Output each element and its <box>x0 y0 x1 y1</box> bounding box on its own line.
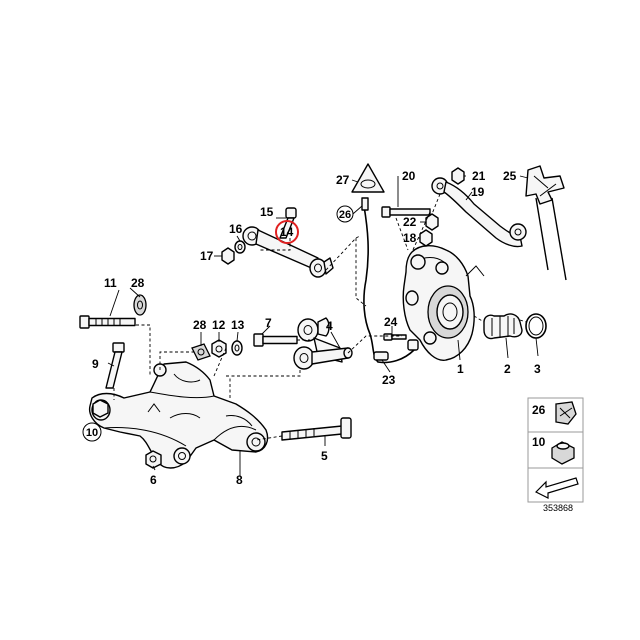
bolt-5[interactable] <box>281 417 352 441</box>
callout-13[interactable]: 13 <box>231 318 245 332</box>
highlight-circle-part-14 <box>275 220 299 244</box>
nut-18[interactable] <box>419 229 433 247</box>
callout-28-center[interactable]: 28 <box>193 318 207 332</box>
callout-7[interactable]: 7 <box>265 316 272 330</box>
nut-22[interactable] <box>425 213 439 231</box>
callout-23[interactable]: 23 <box>382 373 396 387</box>
assembly-dashed-lines <box>113 193 527 441</box>
callout-8[interactable]: 8 <box>236 473 243 487</box>
callout-9[interactable]: 9 <box>92 357 99 371</box>
bolt-20[interactable] <box>381 206 431 218</box>
bolt-15[interactable] <box>279 207 297 239</box>
warning-triangle-27 <box>351 163 385 193</box>
callout-16[interactable]: 16 <box>229 222 243 236</box>
callout-3[interactable]: 3 <box>534 362 541 376</box>
svg-text:10: 10 <box>532 435 546 449</box>
callout-21[interactable]: 21 <box>472 169 486 183</box>
callout-15[interactable]: 15 <box>260 205 274 219</box>
circlip-3[interactable] <box>525 313 547 339</box>
bolt-7[interactable] <box>253 333 298 347</box>
callout-19[interactable]: 19 <box>471 185 485 199</box>
callout-28-left[interactable]: 28 <box>131 276 145 290</box>
callout-27[interactable]: 27 <box>336 173 350 187</box>
callout-20[interactable]: 20 <box>402 169 416 183</box>
callout-12[interactable]: 12 <box>212 318 226 332</box>
callout-4[interactable]: 4 <box>326 319 333 333</box>
svg-text:26: 26 <box>532 403 546 417</box>
callout-2[interactable]: 2 <box>504 362 511 376</box>
nut-6[interactable] <box>145 450 162 469</box>
washer-28-center[interactable] <box>191 343 211 361</box>
callout-6[interactable]: 6 <box>150 473 157 487</box>
circled-callout-10[interactable]: 10 <box>82 422 102 442</box>
callout-14-highlighted[interactable]: 14 <box>280 225 294 239</box>
nut-12[interactable] <box>211 339 227 358</box>
diagram-reference-number: 353868 <box>543 503 573 513</box>
wheel-bearing-2[interactable] <box>483 313 523 340</box>
callout-25[interactable]: 25 <box>503 169 517 183</box>
svg-text:26: 26 <box>339 209 351 221</box>
nut-17[interactable] <box>221 247 235 265</box>
svg-text:10: 10 <box>86 427 98 439</box>
washer-13[interactable] <box>231 340 243 356</box>
control-arm-4[interactable] <box>293 317 353 370</box>
callout-22[interactable]: 22 <box>403 215 417 229</box>
legend-nut-10[interactable]: 10 <box>532 435 575 465</box>
washer-16[interactable] <box>234 240 246 254</box>
callout-5[interactable]: 5 <box>321 449 328 463</box>
callout-11[interactable]: 11 <box>104 276 117 290</box>
circled-callout-26[interactable]: 26 <box>336 205 354 223</box>
bolt-11[interactable] <box>79 315 136 329</box>
nut-10[interactable] <box>92 399 109 418</box>
legend-arrow-icon <box>534 477 579 499</box>
bolt-9[interactable] <box>105 342 125 389</box>
legend-panel: 26 10 <box>527 397 584 503</box>
callout-18[interactable]: 18 <box>403 231 417 245</box>
wheel-speed-sensor-23[interactable] <box>361 197 419 364</box>
nut-21[interactable] <box>451 167 465 185</box>
rear-axle-carrier[interactable] <box>88 361 269 469</box>
callout-1[interactable]: 1 <box>457 362 464 376</box>
bolt-24[interactable] <box>383 333 407 341</box>
callout-24[interactable]: 24 <box>384 315 398 329</box>
callout-labels: 1 2 3 4 5 6 7 8 9 11 28 28 12 13 15 16 1… <box>92 169 541 487</box>
wheel-carrier-1[interactable] <box>402 245 485 361</box>
legend-clip-26[interactable]: 26 <box>532 401 577 425</box>
callout-17[interactable]: 17 <box>200 249 214 263</box>
washer-28-left[interactable] <box>133 294 147 316</box>
bracket-25[interactable] <box>525 165 567 281</box>
